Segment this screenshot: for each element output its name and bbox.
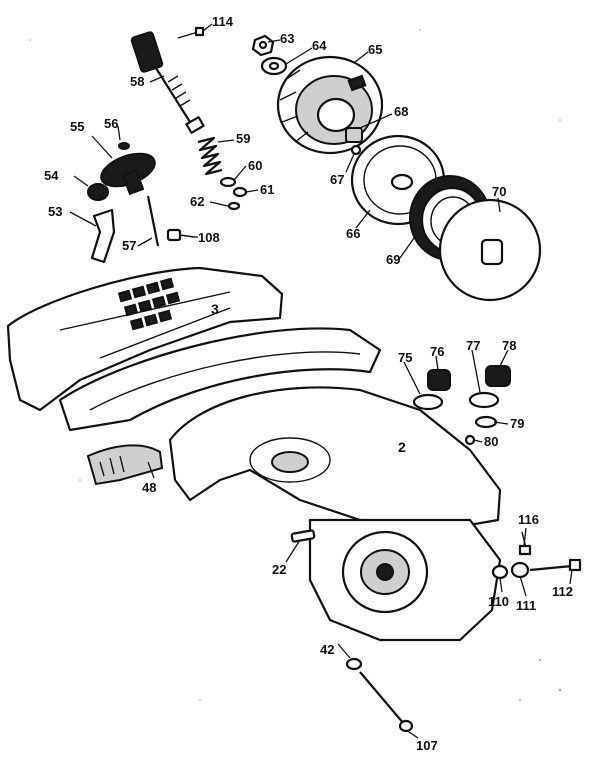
- pin-67: [350, 144, 362, 156]
- top-cover-3: [6, 266, 284, 412]
- callout-2: 2: [398, 439, 406, 455]
- callout-labels: 114 63 64 65 58 68 55 56 59 60 54 67 61 …: [44, 14, 573, 753]
- screw-108: [166, 228, 195, 242]
- screw-114: [177, 26, 205, 39]
- callout-75: 75: [398, 350, 412, 365]
- callout-107: 107: [416, 738, 438, 753]
- nut-110: [491, 564, 509, 580]
- callout-111: 111: [516, 598, 536, 613]
- callout-68: 68: [394, 104, 408, 119]
- nut-63: [251, 34, 275, 57]
- callout-78: 78: [502, 338, 516, 353]
- callout-62: 62: [190, 194, 204, 209]
- bolt-22: [290, 529, 316, 543]
- callout-63: 63: [280, 31, 294, 46]
- choke-knob-55: [100, 152, 156, 196]
- callout-56: 56: [104, 116, 118, 131]
- washer-61: [232, 186, 248, 198]
- washer-75: [412, 393, 444, 411]
- clip-80: [464, 434, 476, 446]
- callout-61: 61: [260, 182, 274, 197]
- cap-78: [485, 365, 511, 387]
- lower-housing-2: [168, 386, 502, 532]
- callout-53: 53: [48, 204, 62, 219]
- callout-77: 77: [466, 338, 480, 353]
- rod-57: [146, 195, 160, 247]
- callout-70: 70: [492, 184, 506, 199]
- callout-58: 58: [130, 74, 144, 89]
- callout-110: 110: [488, 594, 509, 609]
- callout-22: 22: [272, 562, 286, 577]
- spring-cover-70: [438, 198, 542, 302]
- cap-76: [427, 369, 451, 391]
- middle-housing: [58, 327, 382, 432]
- callout-112: 112: [552, 584, 573, 599]
- callout-76: 76: [430, 344, 444, 359]
- callout-60: 60: [248, 158, 262, 173]
- callout-57: 57: [122, 238, 136, 253]
- callout-64: 64: [312, 38, 327, 53]
- washer-111: [510, 561, 530, 579]
- washer-60: [219, 176, 237, 188]
- lever-53: [90, 208, 116, 264]
- callout-55: 55: [70, 119, 84, 134]
- paper-specks: [29, 29, 562, 701]
- flywheel-65: [276, 55, 384, 155]
- callout-42: 42: [320, 642, 334, 657]
- callout-80: 80: [484, 434, 498, 449]
- bolt-107: [359, 671, 414, 733]
- screw-116: [518, 531, 532, 556]
- cooling-grille: [117, 277, 181, 331]
- callout-67: 67: [330, 172, 344, 187]
- leader-lines: [69, 23, 573, 739]
- callout-59: 59: [236, 131, 250, 146]
- washer-79: [474, 415, 498, 429]
- washer-42: [345, 657, 363, 671]
- callout-48: 48: [142, 480, 156, 495]
- washer-64: [260, 56, 288, 76]
- clip-62: [227, 201, 241, 211]
- crankcase: [308, 518, 502, 642]
- rear-handle-48: [86, 444, 164, 486]
- callout-3: 3: [211, 301, 219, 317]
- pin-56: [118, 142, 130, 150]
- throttle-rod-58: [130, 31, 205, 134]
- callout-108: 108: [198, 230, 220, 245]
- callout-116: 116: [518, 512, 539, 527]
- spring-59: [197, 136, 223, 176]
- callout-66: 66: [346, 226, 360, 241]
- cap-54: [87, 183, 109, 201]
- callout-69: 69: [386, 252, 400, 267]
- washer-77: [468, 391, 500, 409]
- callout-114: 114: [212, 14, 234, 29]
- callout-65: 65: [368, 42, 382, 57]
- callout-79: 79: [510, 416, 524, 431]
- key-68: [345, 127, 363, 143]
- stud-112: [529, 558, 582, 572]
- callout-54: 54: [44, 168, 59, 183]
